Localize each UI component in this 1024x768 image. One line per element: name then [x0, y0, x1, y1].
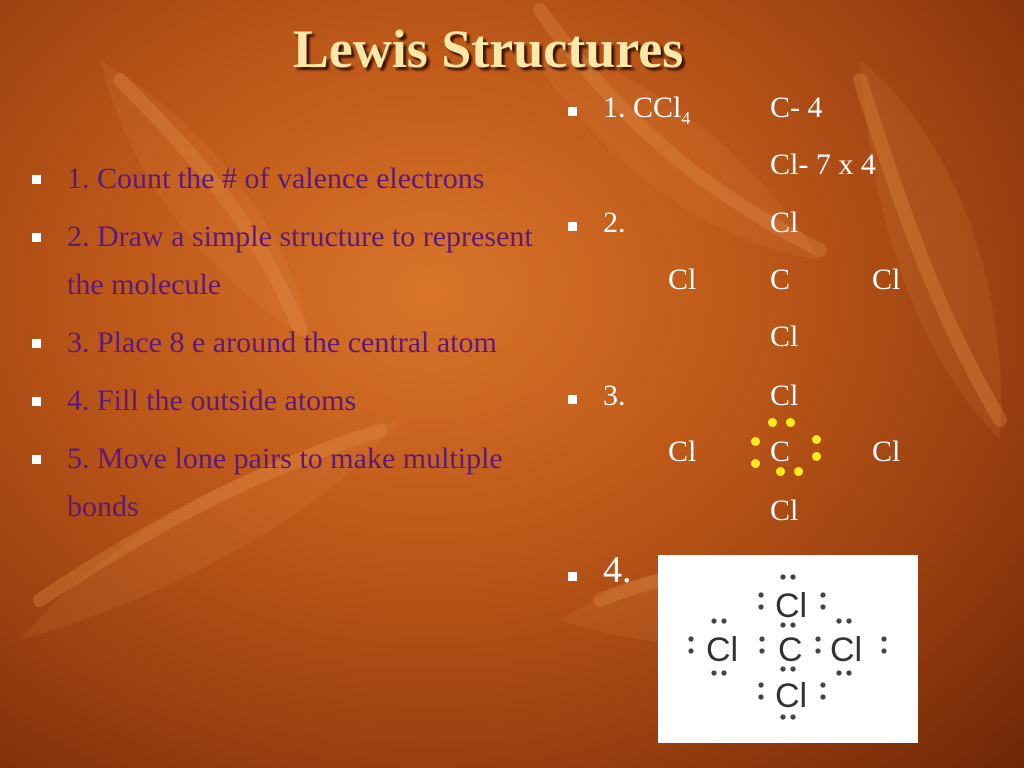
- octet-c-center: C: [770, 435, 791, 468]
- bullet-icon: [32, 175, 41, 184]
- bullet-icon: [568, 222, 577, 231]
- step-text: 5. Move lone pairs to make multiple bond…: [67, 442, 503, 523]
- lewis-c-center: C: [778, 631, 803, 669]
- bullet-icon: [32, 233, 41, 242]
- bullet-icon: [568, 107, 577, 116]
- bullet-icon: [32, 397, 41, 406]
- electron-dot: [776, 467, 785, 476]
- skeleton-cl-bottom: Cl: [770, 320, 799, 353]
- bullet-icon: [568, 572, 577, 581]
- step2-label: 2.: [603, 206, 626, 239]
- step-item-3: 3. Place 8 e around the central atom: [30, 319, 550, 367]
- octet-cl-bottom: Cl: [770, 494, 799, 527]
- electron-dot: [812, 435, 821, 444]
- octet-cl-right: Cl: [872, 435, 901, 468]
- bullet-icon: [32, 455, 41, 464]
- lewis-structure-diagram: Cl Cl C Cl Cl: [688, 574, 887, 720]
- electron-dot: [794, 467, 803, 476]
- skeleton-cl-left: Cl: [668, 263, 697, 296]
- lewis-cl-top: Cl: [775, 587, 807, 625]
- electron-dot: [768, 418, 777, 427]
- skeleton-c-center: C: [770, 263, 791, 296]
- skeleton-cl-top: Cl: [770, 206, 799, 239]
- step-item-4: 4. Fill the outside atoms: [30, 377, 550, 425]
- octet-cl-left: Cl: [668, 435, 697, 468]
- step-text: 3. Place 8 e around the central atom: [67, 326, 497, 359]
- lewis-cl-left: Cl: [706, 631, 738, 669]
- slide-title: Lewis Structures: [292, 19, 684, 79]
- formula-subscript: 4: [681, 108, 691, 128]
- lewis-lone-pairs: [688, 574, 887, 720]
- electron-dot: [751, 459, 760, 468]
- electron-dot: [751, 437, 760, 446]
- step-text: 2. Draw a simple structure to represent …: [67, 220, 533, 301]
- bullet-icon: [568, 395, 577, 404]
- electron-dot: [812, 452, 821, 461]
- step1-formula: 1. CCl4: [603, 90, 690, 136]
- step-item-2: 2. Draw a simple structure to represent …: [30, 213, 550, 309]
- electron-dot: [786, 418, 795, 427]
- skeleton-cl-right: Cl: [872, 263, 901, 296]
- lewis-structure-image: Cl Cl C Cl Cl: [658, 555, 918, 743]
- steps-list: 1. Count the # of valence electrons 2. D…: [30, 155, 550, 541]
- formula-text: 1. CCl: [603, 91, 682, 124]
- step-text: 4. Fill the outside atoms: [67, 384, 357, 417]
- step4-label: 4.: [603, 549, 632, 591]
- octet-cl-top: Cl: [770, 379, 799, 412]
- step-item-5: 5. Move lone pairs to make multiple bond…: [30, 435, 550, 531]
- step-item-1: 1. Count the # of valence electrons: [30, 155, 550, 203]
- chlorine-valence: Cl- 7 x 4: [770, 148, 876, 181]
- step-text: 1. Count the # of valence electrons: [67, 162, 485, 195]
- carbon-valence: C- 4: [770, 91, 823, 124]
- lewis-cl-right: Cl: [830, 631, 862, 669]
- bullet-icon: [32, 339, 41, 348]
- step3-label: 3.: [603, 379, 626, 412]
- lewis-cl-bottom: Cl: [775, 677, 807, 715]
